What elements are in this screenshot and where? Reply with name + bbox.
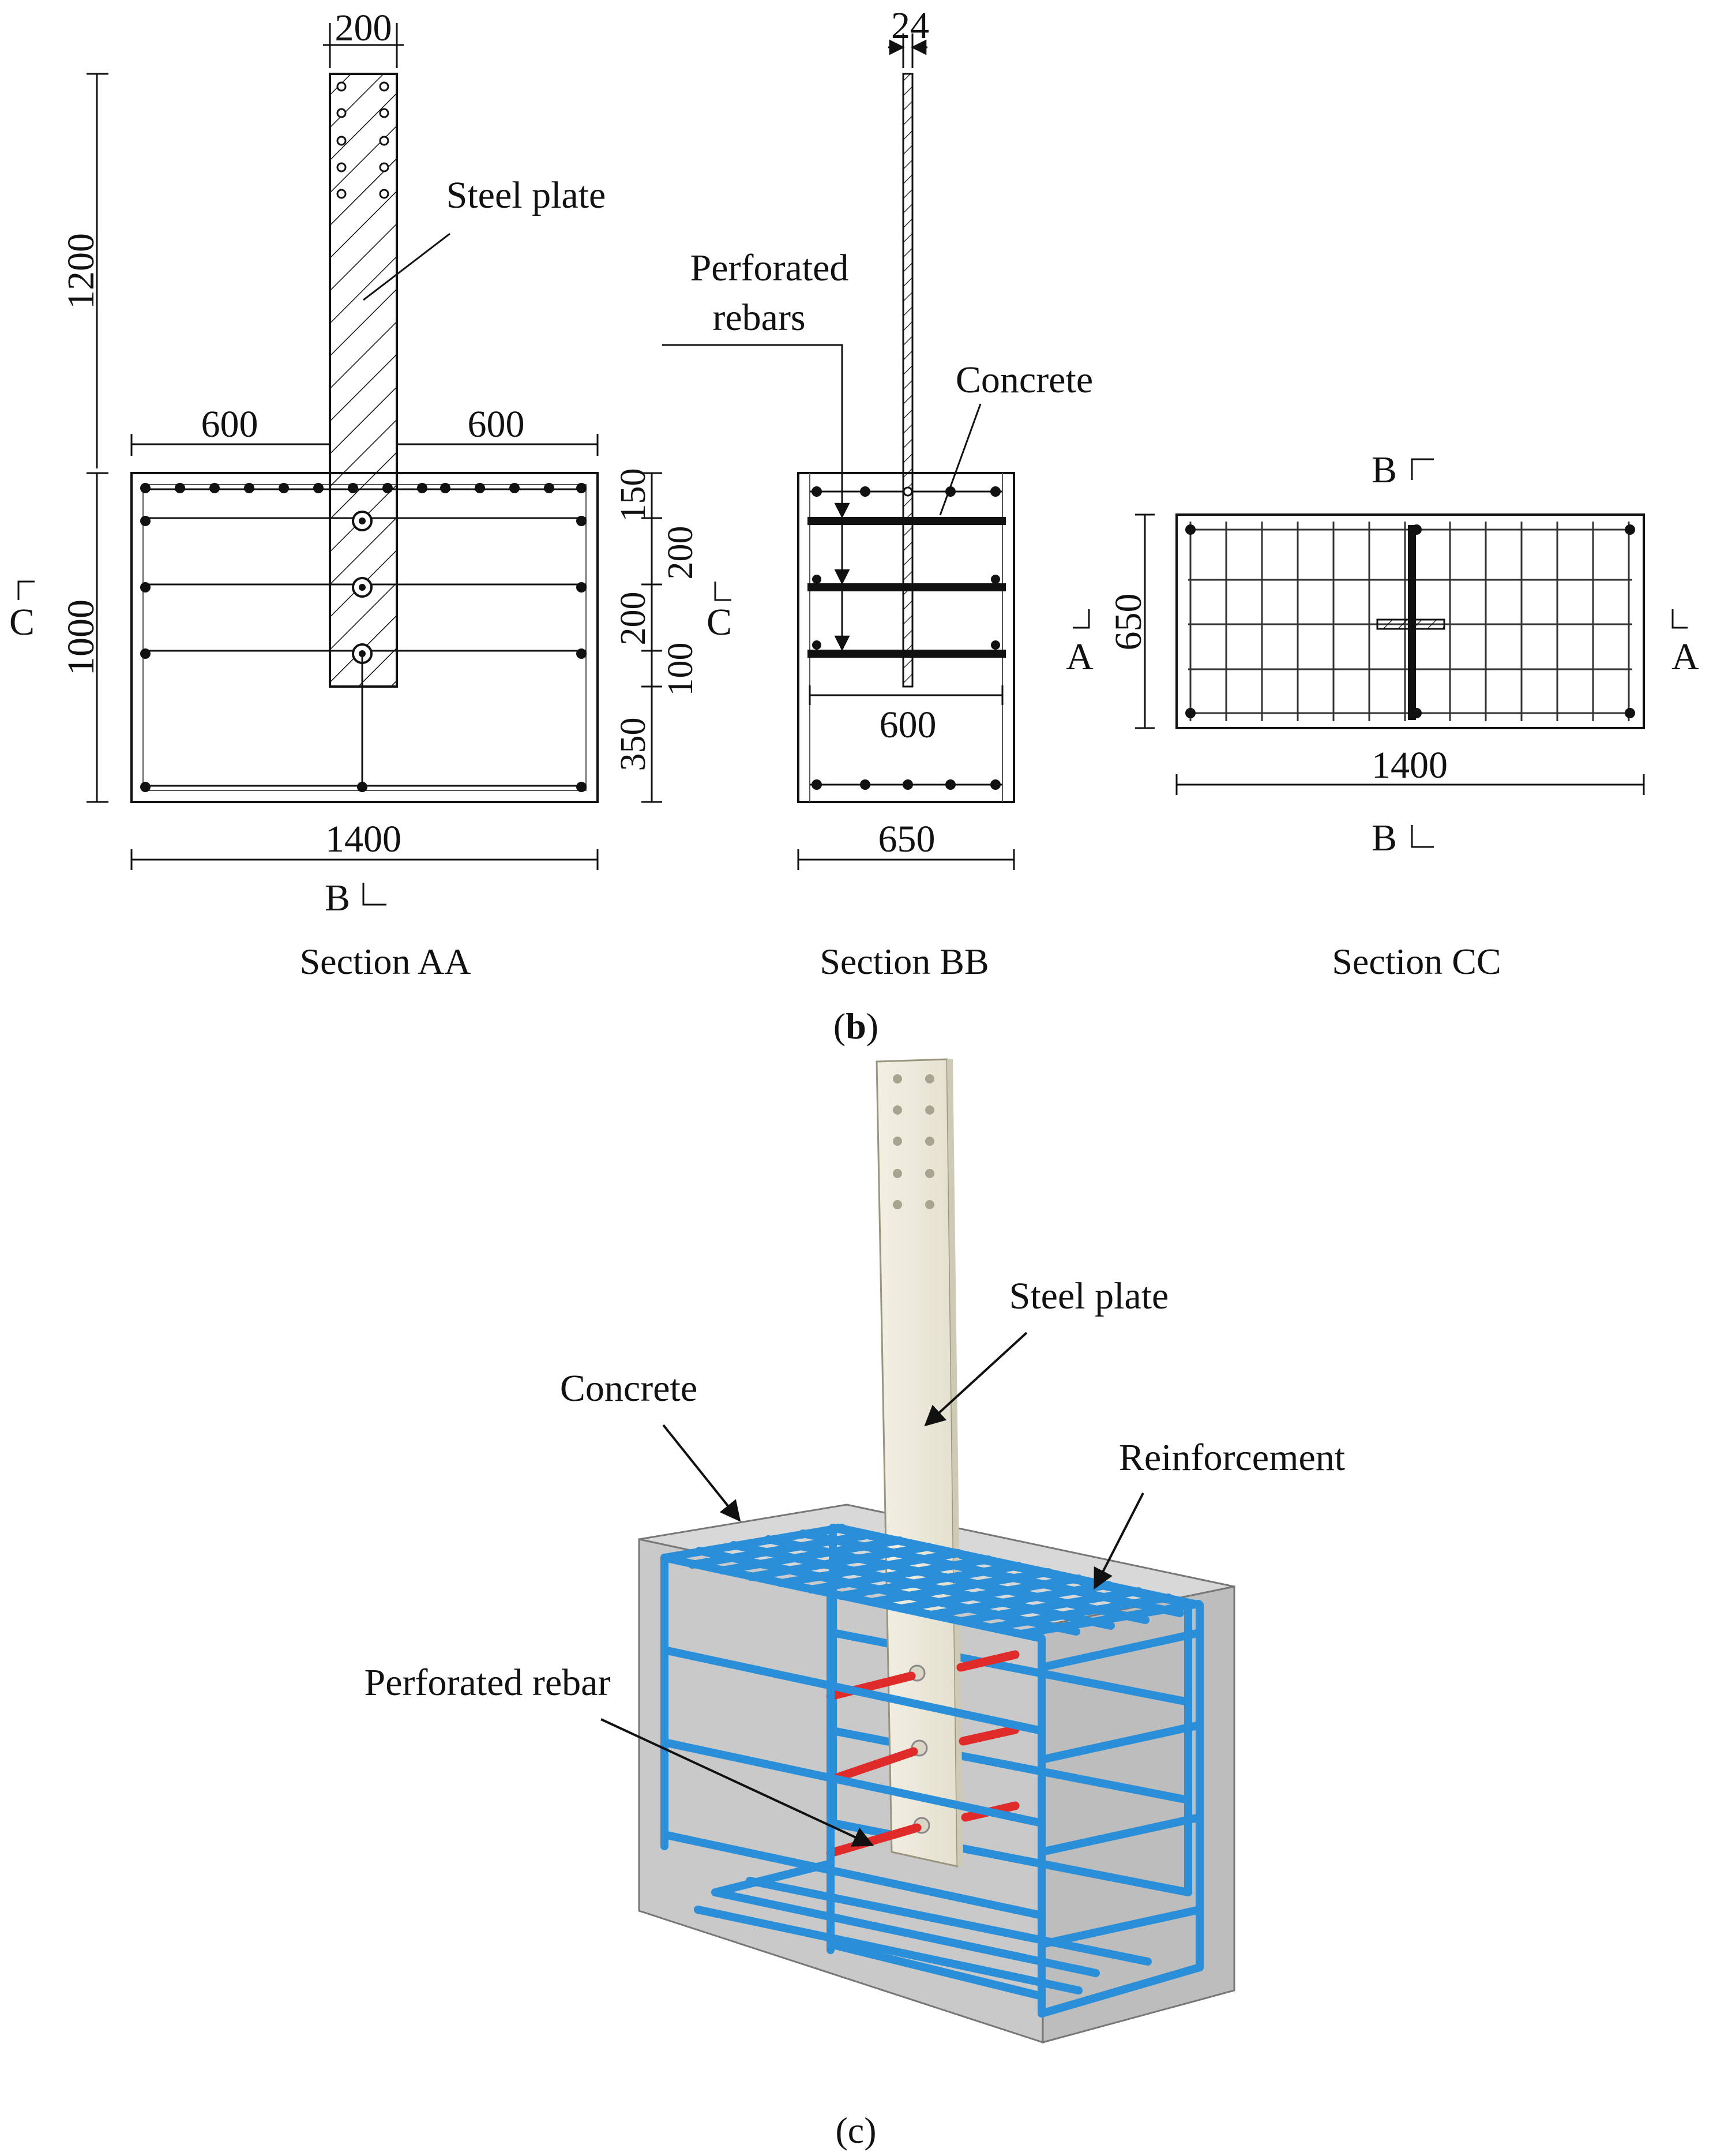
leader-perforated-bb bbox=[662, 344, 843, 496]
dim-stack-ticks bbox=[641, 472, 662, 803]
cut-a-right-bracket bbox=[1671, 609, 1688, 629]
side-rebar-dots-aa bbox=[140, 516, 587, 792]
dim-base-height: 1000 bbox=[60, 599, 102, 676]
cut-c-left: C bbox=[9, 601, 35, 643]
dim-inner-bb: 600 bbox=[880, 704, 937, 746]
section-bb: 24 Perforated rebars Concrete 600 650 Se… bbox=[662, 5, 1093, 982]
leader-reinforcement-3d bbox=[1094, 1493, 1144, 1590]
label-concrete-3d: Concrete bbox=[560, 1367, 697, 1409]
label-reinforcement-3d: Reinforcement bbox=[1119, 1437, 1345, 1479]
cut-b-bottom-cc: B bbox=[1372, 817, 1397, 859]
cut-b-top-cc: B bbox=[1372, 449, 1397, 491]
dim-width-cc: 1400 bbox=[1372, 744, 1448, 786]
dim-s5: 350 bbox=[614, 718, 653, 771]
plate-hole-bb bbox=[903, 486, 913, 497]
dim-plate-height: 1200 bbox=[60, 233, 102, 309]
cut-b-bottom-bracket bbox=[1411, 825, 1434, 848]
cut-b-aa: B bbox=[325, 877, 350, 919]
label-steel-plate-3d: Steel plate bbox=[1009, 1275, 1169, 1317]
cut-b-aa-bracket bbox=[362, 883, 386, 906]
rebar-dots-bb bbox=[812, 486, 1001, 790]
cut-a-left-cc: A bbox=[1066, 636, 1094, 678]
label-concrete-bb: Concrete bbox=[956, 359, 1093, 401]
foundation-outline-cc bbox=[1175, 513, 1645, 729]
leader-perforated-rebar-3d bbox=[600, 1718, 874, 1847]
label-perforated-bb: Perforated bbox=[690, 247, 849, 289]
steel-plate-cc bbox=[1376, 618, 1445, 630]
caption-section-bb: Section BB bbox=[820, 941, 989, 982]
dim-left: 600 bbox=[201, 403, 258, 445]
dim-plate-width: 200 bbox=[335, 7, 392, 49]
label-rebars-bb: rebars bbox=[712, 297, 805, 339]
leader-concrete-3d bbox=[662, 1424, 741, 1522]
bolt-holes-aa bbox=[336, 81, 389, 199]
reinforcement-top-mesh bbox=[660, 1524, 1204, 1643]
dim-s4: 100 bbox=[661, 643, 700, 696]
section-aa: 200 1200 600 600 1000 150 200 200 100 bbox=[9, 7, 732, 982]
cut-c-right-bracket bbox=[714, 582, 731, 601]
bolt-holes-3d bbox=[893, 1074, 934, 1209]
panel-b-label: (b) bbox=[833, 1006, 878, 1047]
dim-s1: 150 bbox=[614, 468, 653, 522]
dim-right: 600 bbox=[468, 403, 525, 445]
concrete-side-face bbox=[1042, 1585, 1235, 2043]
cut-a-right-cc: A bbox=[1671, 636, 1699, 678]
caption-section-cc: Section CC bbox=[1332, 941, 1501, 982]
label-perforated-rebar-3d: Perforated rebar bbox=[365, 1662, 611, 1704]
leader-concrete-bb bbox=[939, 403, 982, 516]
cut-c-right: C bbox=[707, 601, 732, 643]
cut-a-left-bracket bbox=[1073, 609, 1090, 629]
dim-plate-thickness: 24 bbox=[891, 5, 929, 47]
reinforcement-front bbox=[660, 1554, 1204, 2018]
dim-s2: 200 bbox=[661, 526, 700, 580]
cut-c-left-bracket bbox=[17, 580, 35, 600]
dim-s3: 200 bbox=[614, 592, 653, 646]
dim-width-aa: 1400 bbox=[325, 818, 401, 860]
label-steel-plate-aa: Steel plate bbox=[446, 174, 606, 216]
section-cc: 650 1400 B B A A Section CC bbox=[1066, 449, 1699, 982]
model-3d: Steel plate Concrete Reinforcement Perfo… bbox=[365, 1058, 1345, 2151]
caption-panel-c: (c) bbox=[835, 2110, 876, 2151]
dim-height-cc: 650 bbox=[1107, 594, 1149, 651]
cut-b-top-bracket bbox=[1411, 458, 1434, 480]
leader-steel-plate-3d bbox=[924, 1332, 1028, 1427]
dim-width-bb: 650 bbox=[878, 818, 936, 860]
caption-section-aa: Section AA bbox=[300, 941, 471, 982]
leader-steel-plate-aa bbox=[363, 233, 450, 301]
steel-plate-bb bbox=[902, 73, 914, 688]
